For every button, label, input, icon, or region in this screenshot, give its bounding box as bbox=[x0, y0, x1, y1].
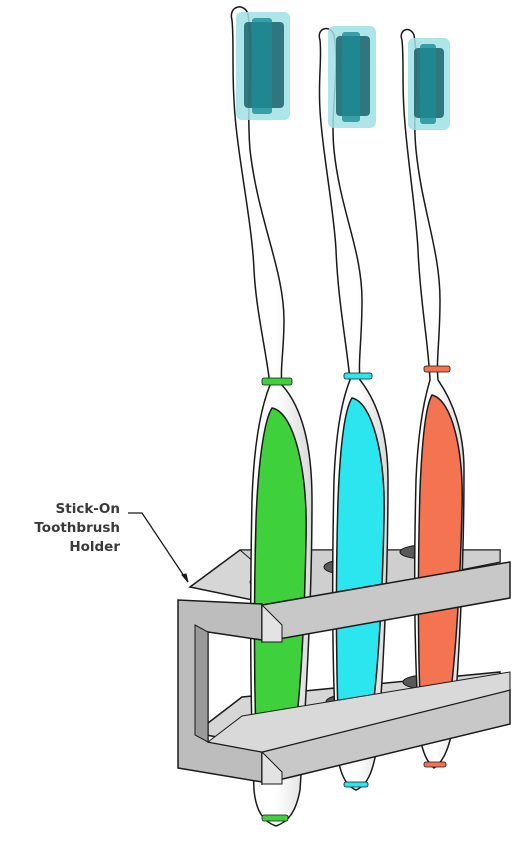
callout-line-2: Toothbrush bbox=[34, 520, 120, 536]
callout-label: Stick-On Toothbrush Holder bbox=[10, 500, 120, 557]
toothbrush-holder bbox=[177, 561, 511, 785]
bristles-green bbox=[236, 12, 290, 120]
leader-arrowhead bbox=[181, 573, 189, 583]
leader-line bbox=[128, 512, 189, 583]
callout-line-1: Stick-On bbox=[55, 501, 120, 517]
bristles-orange bbox=[408, 38, 450, 130]
callout-line-3: Holder bbox=[69, 539, 120, 555]
bristles-cyan bbox=[328, 26, 376, 128]
toothbrush-cyan bbox=[318, 26, 389, 791]
toothbrush-orange bbox=[400, 28, 465, 769]
